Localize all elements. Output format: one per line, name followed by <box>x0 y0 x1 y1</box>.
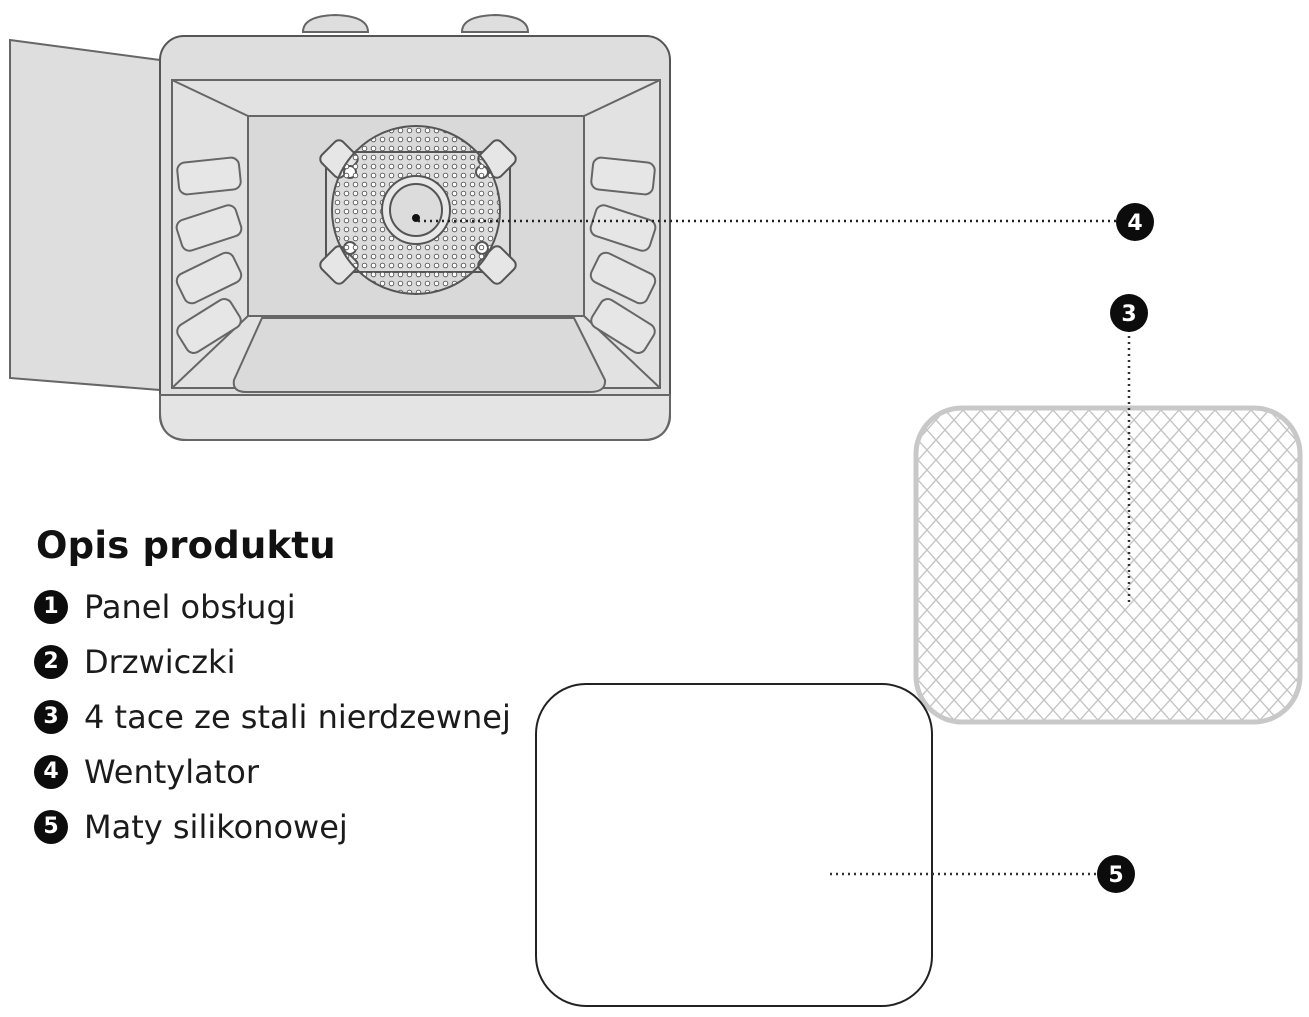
legend-title: Opis produktu <box>36 524 336 567</box>
mesh-tray <box>913 405 1303 725</box>
legend-number-badge: 3 <box>34 699 68 734</box>
rack-slots-right <box>589 156 657 354</box>
legend-item: 4 Wentylator <box>34 744 511 799</box>
silicone-mat <box>535 683 933 1007</box>
legend-item-label: 4 tace ze stali nierdzewnej <box>84 697 511 736</box>
legend-item-label: Maty silikonowej <box>84 807 348 846</box>
callout-number: 5 <box>1108 863 1123 888</box>
oven-knob-left <box>301 13 370 33</box>
legend-item: 5 Maty silikonowej <box>34 799 511 854</box>
fan-assembly <box>319 125 517 295</box>
legend-number-badge: 4 <box>34 754 68 789</box>
legend-item-label: Wentylator <box>84 752 259 791</box>
legend-item-label: Panel obsługi <box>84 587 296 626</box>
oven-base <box>159 394 671 441</box>
legend-number-badge: 2 <box>34 644 68 679</box>
oven-floor <box>232 317 607 393</box>
callout-number: 3 <box>1121 302 1136 327</box>
legend-item-label: Drzwiczki <box>84 642 236 681</box>
oven-knob-right <box>460 13 530 33</box>
legend-number-badge: 5 <box>34 809 68 844</box>
callout-badge-tray: 3 <box>1110 294 1148 332</box>
oven-illustration <box>9 13 671 441</box>
legend-number-badge: 1 <box>34 589 68 624</box>
callout-badge-fan: 4 <box>1116 203 1154 241</box>
rack-slots-left <box>175 156 243 354</box>
legend-item: 2 Drzwiczki <box>34 634 511 689</box>
legend-item: 1 Panel obsługi <box>34 579 511 634</box>
legend: Opis produktu 1 Panel obsługi 2 Drzwiczk… <box>34 524 511 854</box>
callout-badge-mat: 5 <box>1097 855 1135 893</box>
callout-number: 4 <box>1127 211 1142 236</box>
oven-side-wall <box>9 38 161 392</box>
legend-item: 3 4 tace ze stali nierdzewnej <box>34 689 511 744</box>
